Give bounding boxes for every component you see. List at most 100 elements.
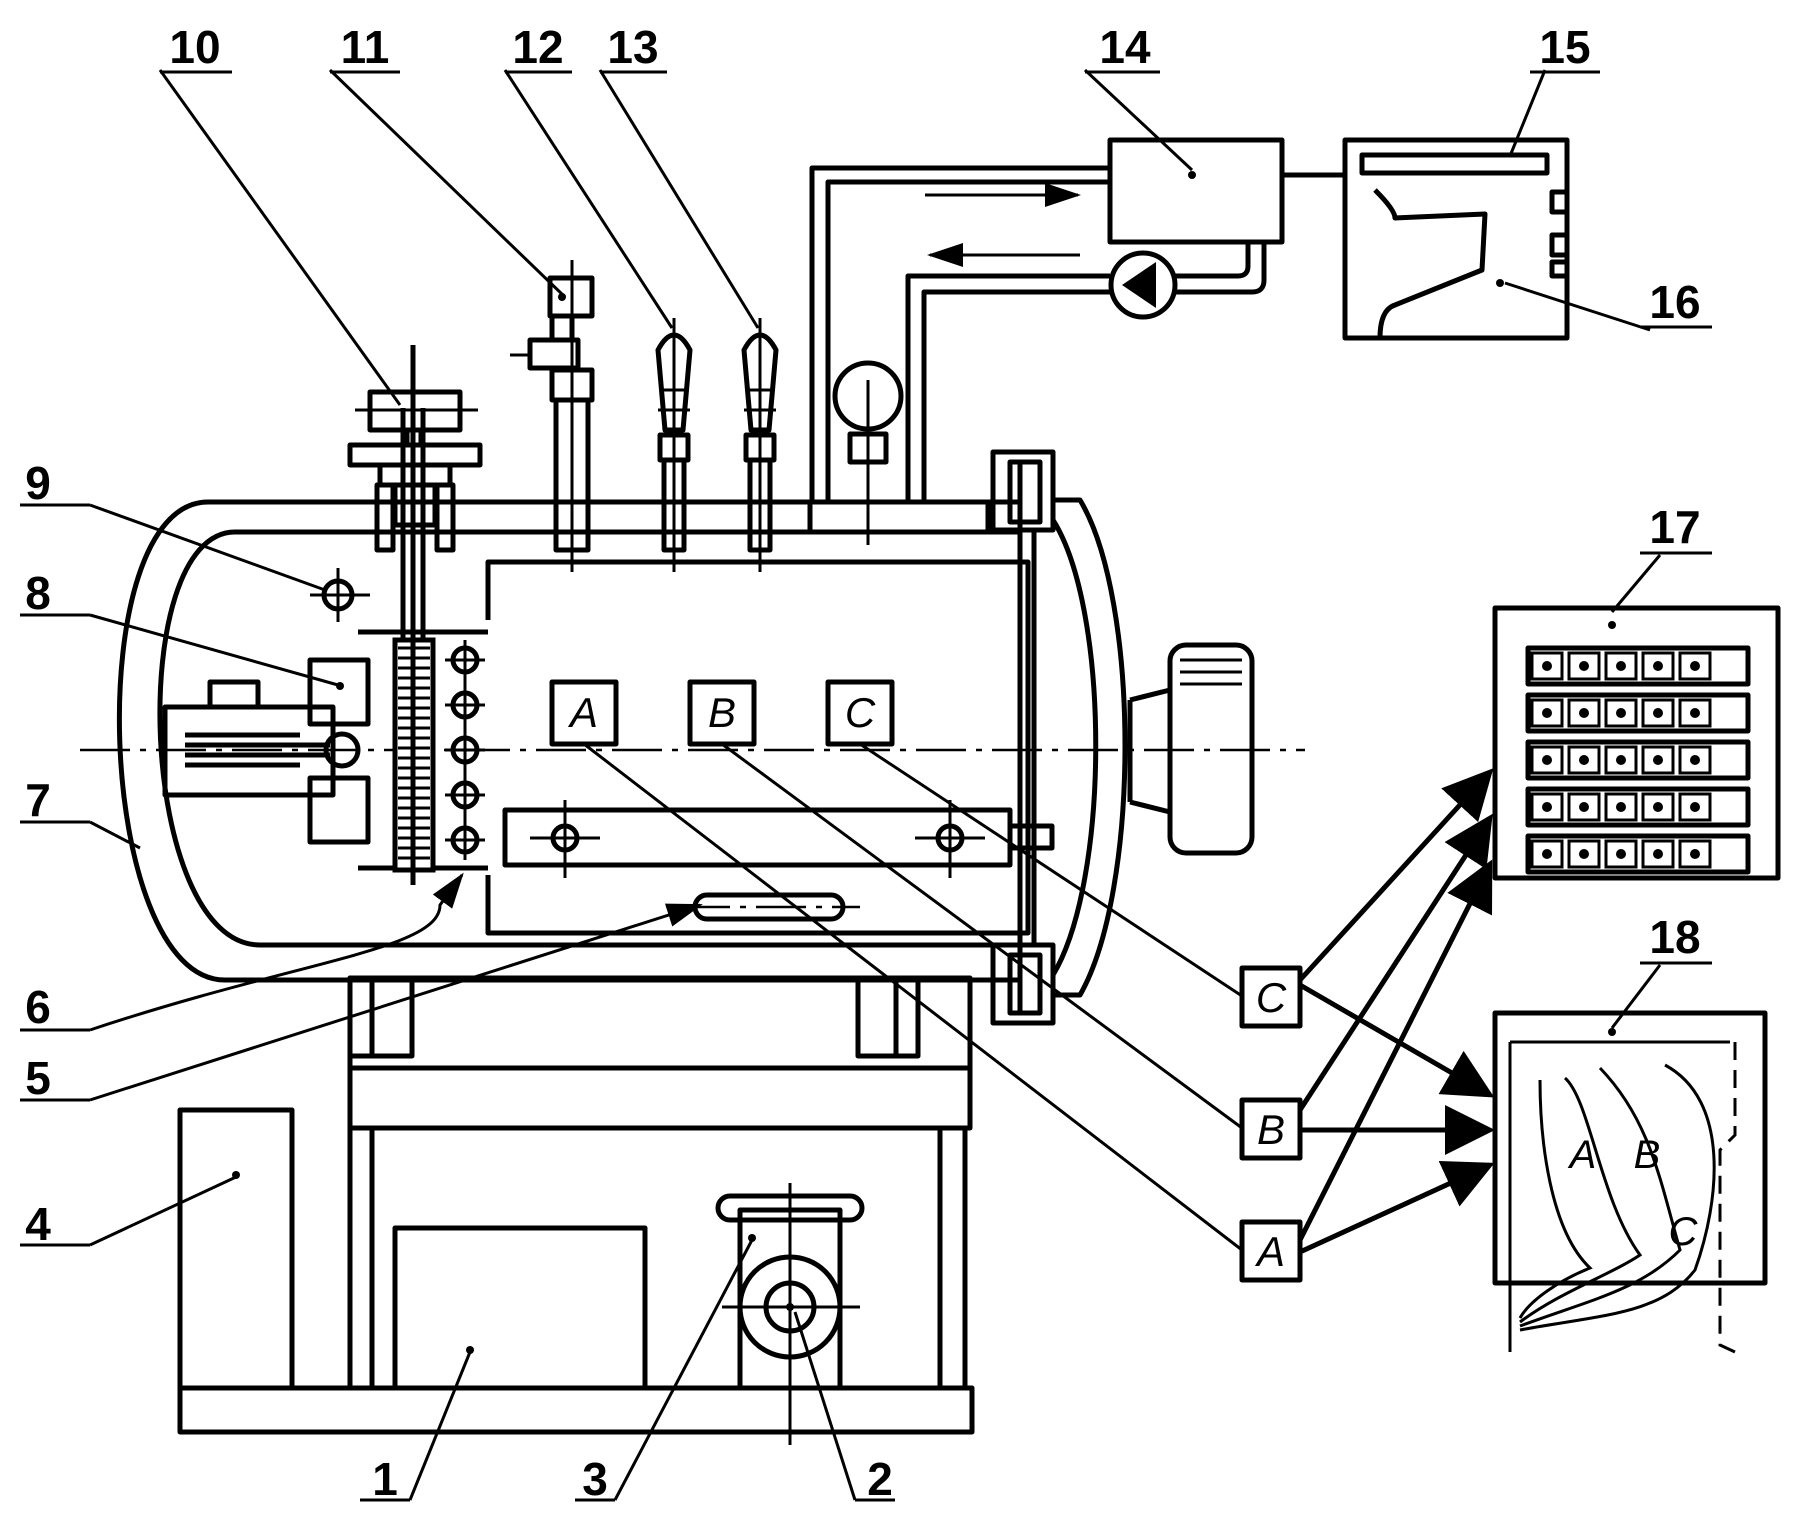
callout-7: 7: [25, 774, 51, 826]
logger-dot: [1542, 802, 1552, 812]
control-cabinet: [177, 1107, 295, 1391]
pump-motor: [715, 1183, 865, 1445]
logger-cell: [1530, 745, 1564, 775]
logger-dot: [1616, 755, 1626, 765]
callout-numbers: 1 2 3 4 5 6 7 8 9 10 11 12 13 14 15 16 1…: [25, 21, 1700, 1505]
logger-cell: [1530, 792, 1564, 822]
safety-valve: [510, 260, 595, 572]
logger-dot: [1653, 661, 1663, 671]
callout-10: 10: [169, 21, 220, 73]
logger-cell: [1567, 745, 1601, 775]
logger-cell: [1678, 792, 1712, 822]
callout-3: 3: [582, 1453, 608, 1505]
door-lid: [990, 449, 1128, 1026]
callout-2: 2: [867, 1453, 893, 1505]
callout-13: 13: [607, 21, 658, 73]
reservoir: [1342, 137, 1570, 341]
logger-dot: [1653, 708, 1663, 718]
logger-dot: [1579, 755, 1589, 765]
sensor-point-A: A: [567, 689, 598, 736]
logger-cell: [1604, 651, 1638, 681]
logger-cell: [1678, 839, 1712, 869]
logger-dot: [1616, 708, 1626, 718]
sensor-point-B: B: [708, 689, 736, 736]
curve-label-C: C: [1669, 1210, 1699, 1254]
thermocouple-12: [655, 318, 693, 572]
logger-channel-row: [1525, 786, 1751, 828]
signal-arrows: [1297, 768, 1495, 1255]
logger-dot: [1579, 849, 1589, 859]
circulation-pump: [1108, 250, 1178, 320]
logger-dot: [1542, 708, 1552, 718]
load-tray: [502, 800, 1055, 922]
callout-16: 16: [1649, 276, 1700, 328]
logger-dot: [1616, 661, 1626, 671]
logger-cell: [1641, 839, 1675, 869]
logger-dot: [1542, 849, 1552, 859]
logger-cell: [1530, 651, 1564, 681]
logger-channel-row: [1525, 739, 1751, 781]
autoclave-vessel: [80, 499, 1305, 983]
logger-cell: [1567, 792, 1601, 822]
logger-cell: [1604, 792, 1638, 822]
callout-12: 12: [512, 21, 563, 73]
logger-cell: [1641, 745, 1675, 775]
callout-8: 8: [25, 567, 51, 619]
sensor-point-C: C: [845, 689, 876, 736]
door-hinge-motor: [1127, 642, 1255, 856]
drive-unit: [392, 1225, 648, 1391]
drive-unit-marker: [466, 1346, 474, 1354]
callout-11: 11: [341, 21, 390, 73]
logger-channel-row: [1525, 645, 1751, 687]
callout-14: 14: [1099, 21, 1151, 73]
logger-dot: [1579, 802, 1589, 812]
logger-dot: [1690, 661, 1700, 671]
sensor-wires: [583, 742, 1243, 1252]
compressor-marker: [1188, 171, 1196, 179]
logger-cell: [1641, 651, 1675, 681]
callout-underlines: [160, 70, 1712, 965]
logger-cell: [1567, 839, 1601, 869]
logger-cell: [1641, 698, 1675, 728]
channel-box-A: A: [1254, 1228, 1285, 1275]
logger-cell: [1530, 698, 1564, 728]
leader-lines: [20, 68, 1662, 1502]
logger-dot: [1690, 849, 1700, 859]
curve-label-A: A: [1568, 1133, 1597, 1177]
data-logger-panel: [1492, 605, 1781, 881]
logger-cell: [1641, 792, 1675, 822]
logger-cell: [1604, 839, 1638, 869]
heater-unit: [162, 657, 371, 845]
logger-cell: [1678, 651, 1712, 681]
callout-5: 5: [25, 1052, 51, 1104]
logger-dot: [1579, 661, 1589, 671]
pressure-gauge: [832, 360, 904, 545]
callout-17: 17: [1649, 501, 1700, 553]
chart-recorder: A B C: [1492, 1010, 1768, 1354]
compressor-unit: [1107, 137, 1285, 245]
curve-label-B: B: [1634, 1133, 1661, 1177]
thermocouple-13: [741, 318, 779, 572]
callout-15: 15: [1539, 21, 1590, 73]
logger-dot: [1542, 755, 1552, 765]
logger-dot: [1690, 708, 1700, 718]
callout-6: 6: [25, 981, 51, 1033]
logger-dot: [1653, 755, 1663, 765]
logger-channel-row: [1525, 692, 1751, 734]
logger-dot: [1690, 802, 1700, 812]
logger-dot: [1542, 661, 1552, 671]
logger-cell: [1678, 745, 1712, 775]
logger-cell: [1530, 839, 1564, 869]
logger-dot: [1616, 802, 1626, 812]
logger-dot: [1653, 802, 1663, 812]
sensor-points: A B C: [549, 679, 895, 747]
logger-cell: [1567, 651, 1601, 681]
channel-boxes: C B A: [1239, 965, 1303, 1283]
fan-drive: [347, 382, 483, 553]
callout-4: 4: [25, 1198, 51, 1250]
logger-cell: [1604, 745, 1638, 775]
logger-dot: [1653, 849, 1663, 859]
logger-dot: [1690, 755, 1700, 765]
callout-18: 18: [1649, 911, 1700, 963]
